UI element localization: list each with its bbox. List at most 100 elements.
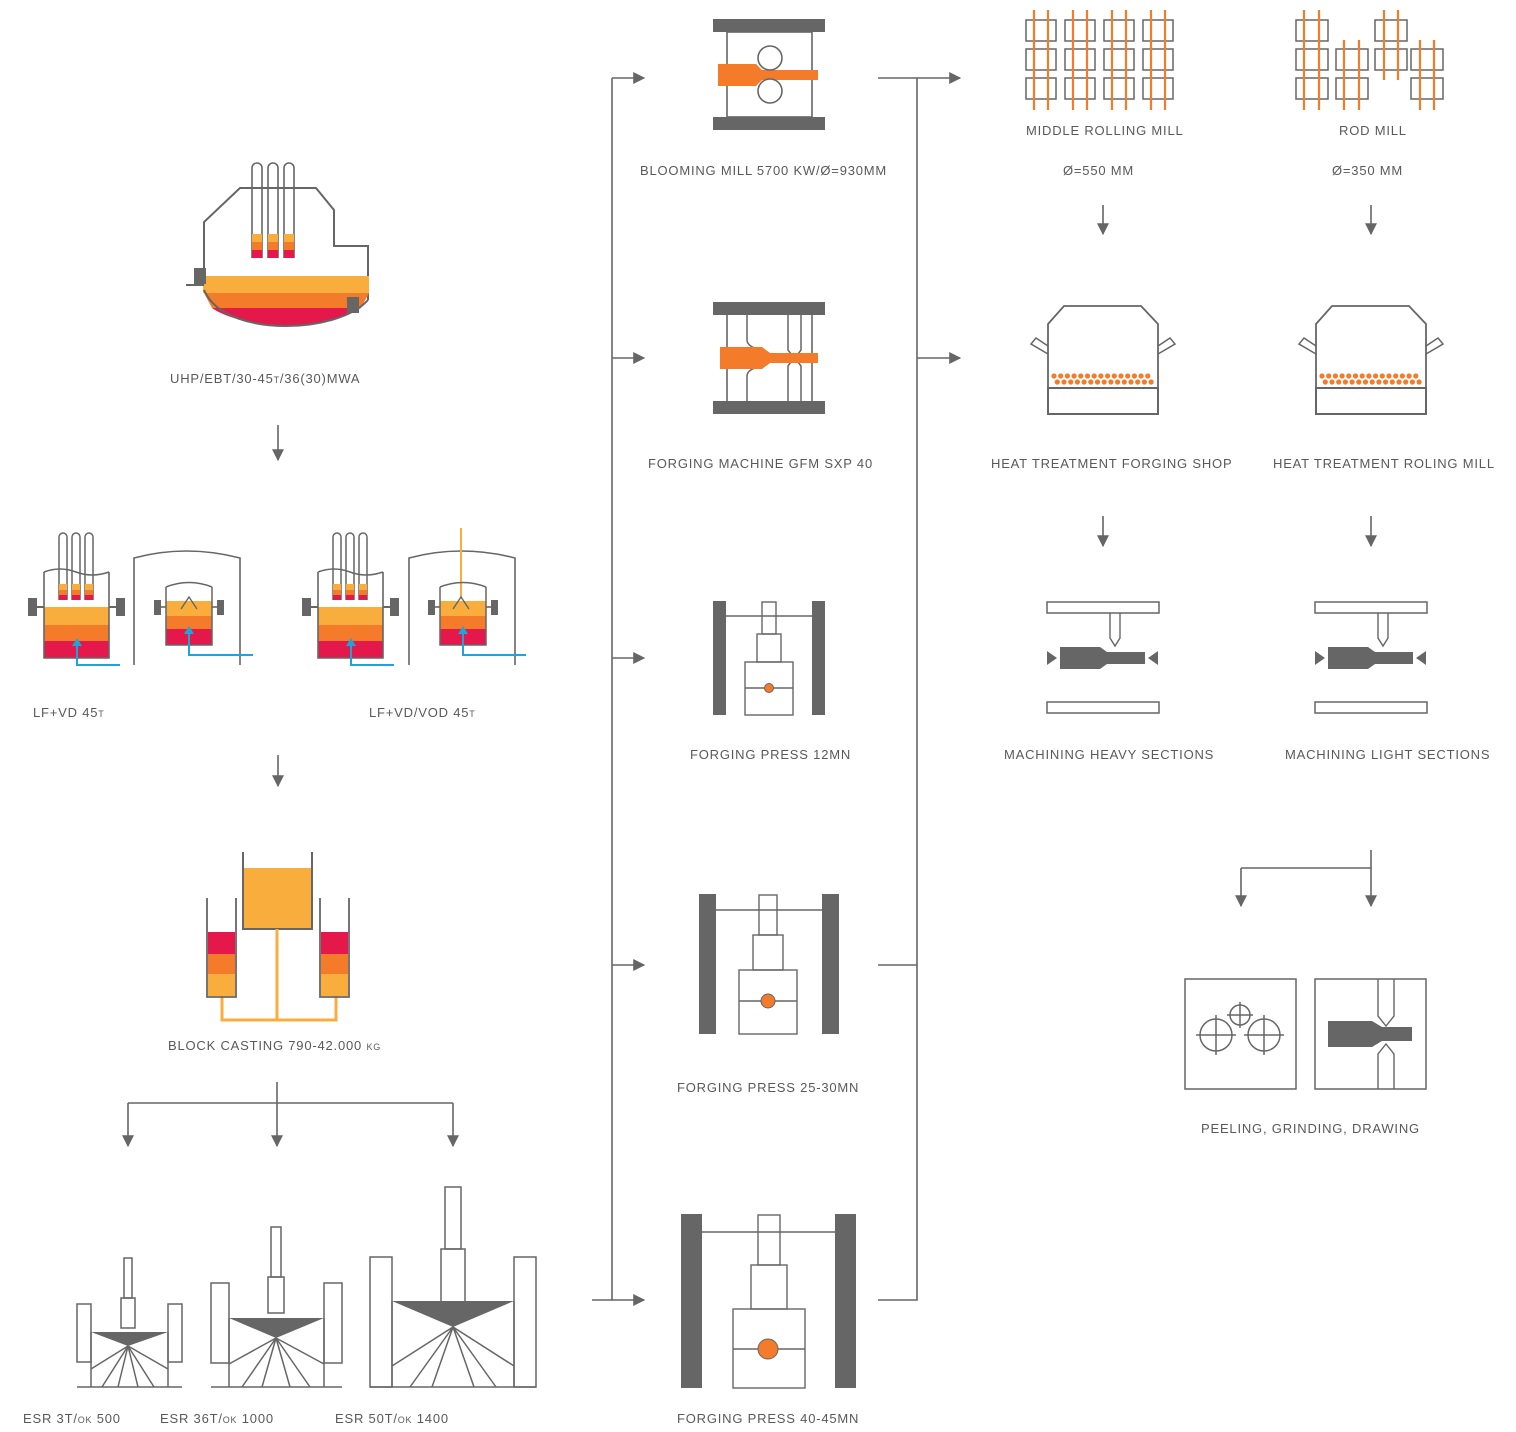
furnace-charge-dot [1379, 373, 1385, 379]
label-esr-mid: ESR 36T/ok 1000 [160, 1411, 274, 1426]
furnace-charge-dot [1362, 379, 1369, 385]
furnace-charge-dot [1322, 379, 1328, 385]
furnace-charge-dot [1406, 373, 1412, 379]
furnace-charge-dot [1084, 373, 1091, 379]
label-finishing: PEELING, GRINDING, DRAWING [1201, 1121, 1420, 1136]
furnace-charge-dot [1393, 373, 1399, 379]
furnace-charge-dot [1061, 379, 1067, 385]
label-forging-machine: FORGING MACHINE GFM SXP 40 [648, 456, 873, 471]
machining-light-icon [1314, 601, 1428, 714]
furnace-charge-dot [1054, 379, 1060, 385]
furnace-charge-dot [1409, 379, 1415, 385]
drawing-icon [1314, 978, 1427, 1090]
furnace-charge-dot [1145, 373, 1151, 379]
furnace-charge-dot [1396, 379, 1402, 385]
flow-connectors [122, 72, 1377, 1306]
left-trunk-line [592, 78, 613, 1301]
furnace-charge-dot [1118, 373, 1124, 379]
furnace-charge-dot [1068, 379, 1074, 385]
furnace-charge-dot [1081, 379, 1087, 385]
ladle-furnace-vod-icon [302, 528, 526, 666]
label-machining-light: MACHINING LIGHT SECTIONS [1285, 747, 1491, 762]
furnace-charge-dot [1148, 379, 1154, 385]
label-rod-mill-dia: Ø=350 MM [1332, 163, 1404, 178]
label-ht-forging: HEAT TREATMENT FORGING SHOP [991, 456, 1233, 471]
blooming-mill-icon [713, 19, 825, 130]
label-lf-vd: LF+VD 45t [33, 705, 105, 720]
furnace-charge-dot [1332, 373, 1338, 379]
label-eaf: UHP/EBT/30-45t/36(30)MWA [170, 371, 361, 386]
furnace-charge-dot [1111, 373, 1117, 379]
heat-treatment-forging-icon [1029, 305, 1177, 415]
peeling-grinding-icon [1184, 978, 1297, 1090]
forging-press-40mn-icon [681, 1214, 856, 1389]
furnace-charge-dot [1088, 379, 1094, 385]
furnace-charge-dot [1105, 373, 1111, 379]
label-machining-heavy: MACHINING HEAVY SECTIONS [1004, 747, 1215, 762]
forging-press-12mn-icon [713, 601, 825, 716]
furnace-charge-dot [1349, 379, 1355, 385]
furnace-charge-dot [1369, 379, 1375, 385]
furnace-charge-dot [1108, 379, 1114, 385]
furnace-charge-dot [1051, 373, 1057, 379]
label-middle-rolling-mill: MIDDLE ROLLING MILL [1026, 123, 1184, 138]
furnace-charge-dot [1413, 373, 1419, 379]
furnace-charge-dot [1346, 373, 1352, 379]
label-blooming-mill: BLOOMING MILL 5700 KW/Ø=930MM [640, 163, 888, 178]
esr-mid-icon [210, 1226, 343, 1388]
label-rod-mill: ROD MILL [1339, 123, 1407, 138]
middle-rolling-mill-icon [1025, 10, 1174, 110]
furnace-charge-dot [1339, 373, 1345, 379]
furnace-charge-dot [1389, 379, 1395, 385]
furnace-charge-dot [1403, 379, 1409, 385]
right-trunk-line [878, 77, 918, 1301]
label-forging-press-40: FORGING PRESS 40-45MN [677, 1411, 860, 1426]
furnace-charge-dot [1125, 373, 1131, 379]
furnace-charge-dot [1326, 373, 1332, 379]
furnace-charge-dot [1074, 379, 1080, 385]
casting-branch-line [128, 1082, 453, 1104]
electric-arc-furnace-icon [186, 162, 369, 328]
furnace-charge-dot [1342, 379, 1348, 385]
esr-large-icon [369, 1186, 537, 1388]
furnace-charge-dot [1366, 373, 1372, 379]
furnace-charge-dot [1319, 373, 1325, 379]
furnace-charge-dot [1115, 379, 1121, 385]
furnace-charge-dot [1416, 379, 1422, 385]
furnace-charge-dot [1128, 379, 1134, 385]
finishing-branch-line [1241, 850, 1372, 869]
furnace-charge-dot [1376, 379, 1382, 385]
ladle-furnace-vd-icon [28, 532, 253, 666]
block-casting-icon [206, 852, 350, 1022]
furnace-charge-dot [1141, 379, 1147, 385]
furnace-charge-dot [1135, 379, 1141, 385]
furnace-charge-dot [1386, 373, 1392, 379]
label-middle-rolling-dia: Ø=550 MM [1063, 163, 1135, 178]
furnace-charge-dot [1064, 373, 1070, 379]
furnace-charge-dot [1138, 373, 1144, 379]
machining-heavy-icon [1046, 601, 1160, 714]
forging-machine-gfm-icon [713, 302, 825, 414]
furnace-charge-dot [1131, 373, 1137, 379]
furnace-charge-dot [1399, 373, 1405, 379]
label-forging-press-25: FORGING PRESS 25-30MN [677, 1080, 860, 1095]
furnace-charge-dot [1091, 373, 1097, 379]
furnace-charge-dot [1094, 379, 1101, 385]
label-lf-vd-vod: LF+VD/VOD 45t [369, 705, 476, 720]
label-esr-small: ESR 3T/ok 500 [23, 1411, 121, 1426]
furnace-charge-dot [1101, 379, 1107, 385]
furnace-charge-dot [1356, 379, 1362, 385]
furnace-charge-dot [1121, 379, 1127, 385]
label-forging-press-12: FORGING PRESS 12MN [690, 747, 852, 762]
heat-treatment-rolling-icon [1297, 305, 1445, 415]
furnace-charge-dot [1336, 379, 1342, 385]
label-ht-rolling: HEAT TREATMENT ROLING MILL [1273, 456, 1495, 471]
furnace-charge-dot [1383, 379, 1389, 385]
furnace-charge-dot [1352, 373, 1359, 379]
forging-press-25mn-icon [699, 894, 839, 1035]
label-esr-large: ESR 50T/ok 1400 [335, 1411, 449, 1426]
furnace-charge-dot [1329, 379, 1335, 385]
label-block-casting: BLOCK CASTING 790-42.000 kg [168, 1038, 382, 1053]
furnace-charge-dot [1058, 373, 1064, 379]
